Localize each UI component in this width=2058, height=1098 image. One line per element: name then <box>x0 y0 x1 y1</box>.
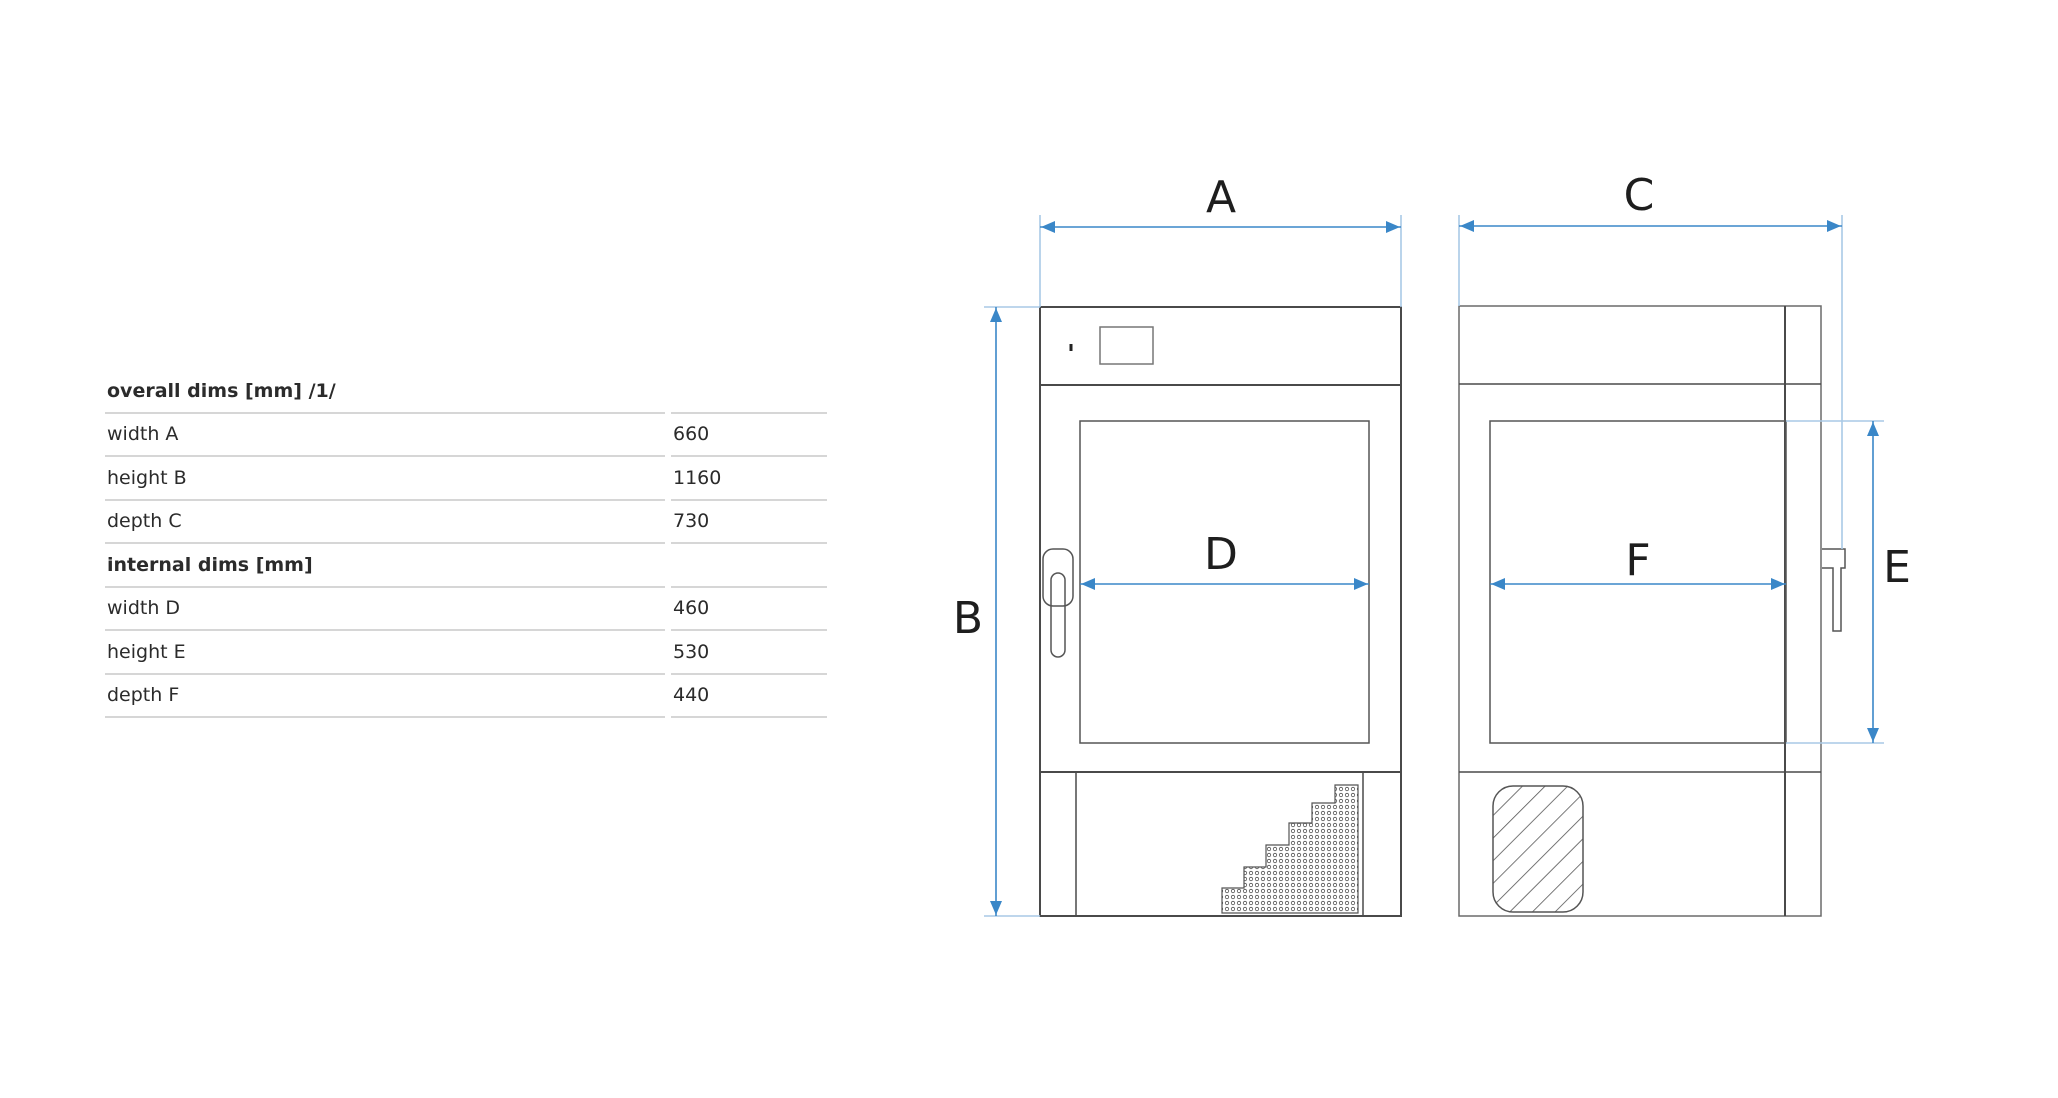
overall-dims-header-value <box>671 370 827 414</box>
row-value: 660 <box>671 414 827 457</box>
row-value: 530 <box>671 631 827 675</box>
arrow-a-right <box>1386 221 1400 233</box>
row-value: 440 <box>671 675 827 718</box>
table-row: depth C 730 <box>105 501 827 544</box>
arrow-c-left <box>1460 220 1474 232</box>
arrow-e-top <box>1867 422 1879 436</box>
overall-dims-header: overall dims [mm] /1/ <box>105 370 665 414</box>
arrow-b-bottom <box>990 901 1002 915</box>
arrow-d-right <box>1354 578 1368 590</box>
dim-label-e: E <box>1883 542 1911 593</box>
dim-label-f: F <box>1625 535 1650 586</box>
internal-dims-header-value <box>671 544 827 588</box>
side-cabinet-outline <box>1458 305 1822 917</box>
row-label: height E <box>105 631 665 675</box>
side-chamber-outline <box>1489 420 1787 744</box>
row-label: depth C <box>105 501 665 544</box>
row-label: depth F <box>105 675 665 718</box>
arrow-a-left <box>1041 221 1055 233</box>
row-label: width D <box>105 588 665 631</box>
arrow-d-left <box>1081 578 1095 590</box>
row-value: 1160 <box>671 457 827 501</box>
dim-label-a: A <box>1206 172 1236 223</box>
internal-dims-header-row: internal dims [mm] <box>105 544 827 588</box>
side-view <box>1458 305 1846 917</box>
arrow-f-left <box>1491 578 1505 590</box>
table-row: height E 530 <box>105 631 827 675</box>
table-row: width A 660 <box>105 414 827 457</box>
dimension-lines <box>984 215 1884 917</box>
table-row: depth F 440 <box>105 675 827 718</box>
dim-label-b: B <box>953 593 983 644</box>
arrowheads <box>990 220 1879 915</box>
side-handle <box>1822 548 1846 632</box>
overall-dims-header-row: overall dims [mm] /1/ <box>105 370 827 414</box>
table-row: width D 460 <box>105 588 827 631</box>
arrow-e-bottom <box>1867 728 1879 742</box>
table-row: height B 1160 <box>105 457 827 501</box>
arrow-b-top <box>990 308 1002 322</box>
arrow-c-right <box>1827 220 1841 232</box>
arrow-f-right <box>1771 578 1785 590</box>
front-view <box>1039 306 1402 917</box>
dimensions-table: overall dims [mm] /1/ width A 660 height… <box>99 370 833 718</box>
row-value: 460 <box>671 588 827 631</box>
door-handle <box>1042 548 1074 658</box>
dim-label-c: C <box>1624 170 1655 221</box>
row-value: 730 <box>671 501 827 544</box>
row-label: width A <box>105 414 665 457</box>
front-window <box>1079 420 1370 744</box>
control-display <box>1099 326 1154 365</box>
side-grille-hatch <box>1493 786 1583 912</box>
internal-dims-header: internal dims [mm] <box>105 544 665 588</box>
row-label: height B <box>105 457 665 501</box>
dim-label-d: D <box>1204 529 1238 580</box>
ventilation-grille <box>1221 784 1359 914</box>
front-cabinet-outline <box>1039 306 1402 917</box>
